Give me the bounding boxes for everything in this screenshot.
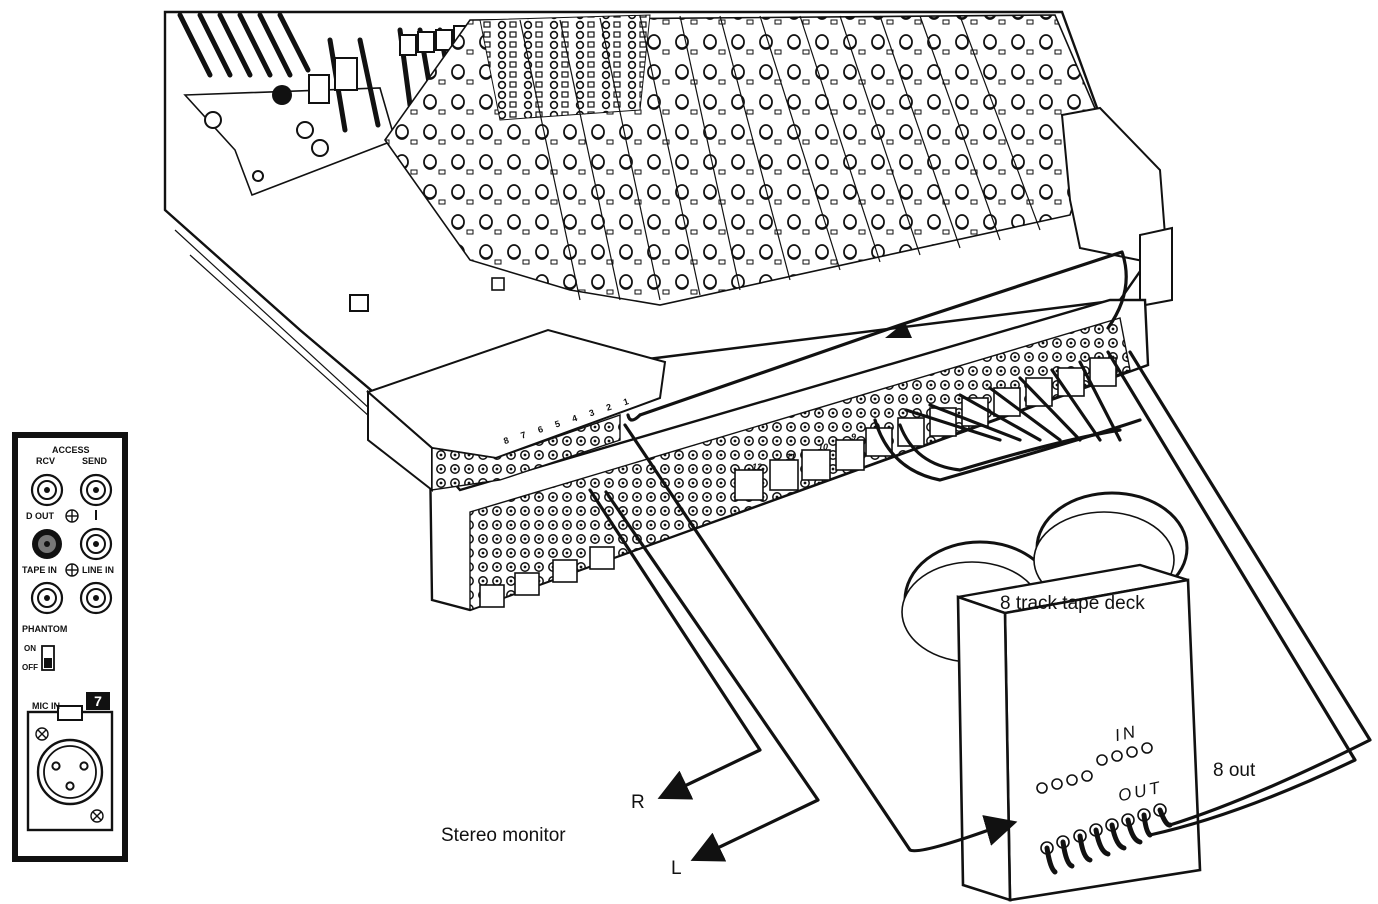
eight-out-label: 8 out [1213,760,1255,782]
phantom-on-label: ON [24,644,36,653]
phantom-off-label: OFF [22,663,38,672]
channel-number-badge: 7 [86,692,110,710]
monitor-right-label: R [631,792,645,814]
send-label: SEND [82,456,107,466]
rear-xlr-number: 11 [786,452,795,462]
rear-xlr-number: 9 [851,432,856,442]
access-label: ACCESS [52,445,90,455]
d-out-label: D OUT [26,511,54,521]
deck-body-side [958,597,1010,900]
mixing-console [165,12,1172,610]
monitor-left-label: L [671,858,682,880]
line-in-label: LINE IN [82,565,114,575]
rear-xlr-number: 12 [752,462,762,472]
mic-in-label: MIC IN [32,701,60,711]
tape-deck [902,493,1200,900]
rear-xlr-number: 10 [818,442,828,452]
tape-in-label: TAPE IN [22,565,57,575]
phantom-label: PHANTOM [22,624,67,634]
tape-deck-label: 8 track tape deck [1000,593,1145,615]
rcv-label: RCV [36,456,55,466]
stereo-monitor-label: Stereo monitor [441,825,566,847]
